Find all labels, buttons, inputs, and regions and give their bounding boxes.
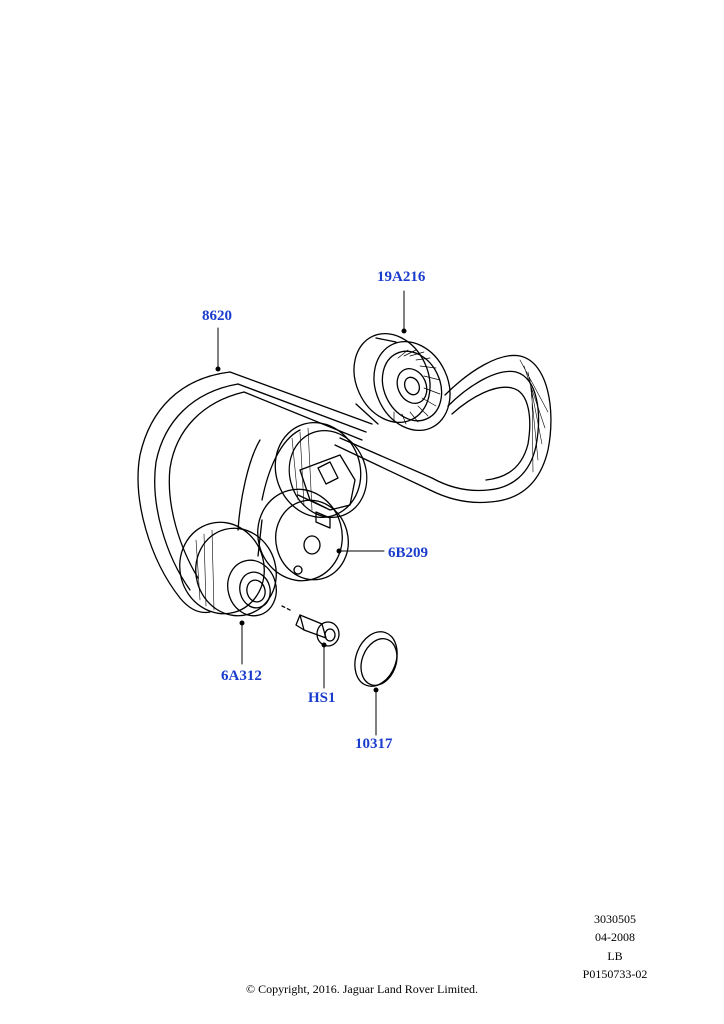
leader-lines: [215, 290, 407, 736]
callout-19A216[interactable]: 19A216: [377, 269, 426, 285]
drawing-date: 04-2008: [595, 930, 635, 944]
reference-number: 3030505: [594, 912, 636, 926]
model-code: LB: [607, 949, 623, 963]
crankshaft-pulley: [179, 521, 277, 617]
copyright-notice: © Copyright, 2016. Jaguar Land Rover Lim…: [245, 982, 479, 996]
callout-8620[interactable]: 8620: [202, 308, 232, 324]
callout-10317[interactable]: 10317: [355, 736, 393, 752]
callout-6B209[interactable]: 6B209: [388, 545, 429, 561]
bolt: [281, 605, 340, 647]
drive-belt: [137, 354, 552, 614]
belt-tensioner: [257, 422, 368, 582]
callout-6A312[interactable]: 6A312: [221, 668, 262, 684]
pulley-cover: [354, 631, 398, 687]
idler-pulley: [353, 332, 451, 432]
drawing-number: P0150733-02: [582, 967, 648, 981]
callout-HS1[interactable]: HS1: [308, 690, 336, 706]
